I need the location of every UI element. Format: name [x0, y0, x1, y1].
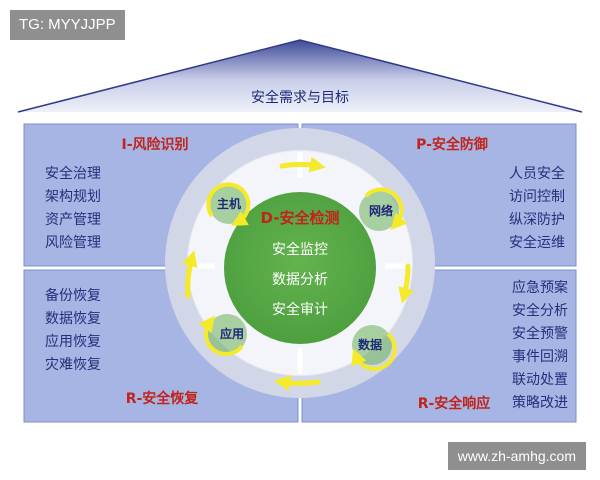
recover-item: 数据恢复	[45, 310, 101, 327]
respond-item: 应急预案	[512, 279, 568, 296]
node-label-data: 数据	[358, 337, 382, 352]
core-title: D-安全检测	[261, 209, 340, 227]
roof-edge	[17, 39, 583, 113]
roof	[18, 40, 582, 112]
protect-item: 安全运维	[509, 234, 565, 251]
respond-item: 联动处置	[512, 372, 568, 388]
site-watermark: www.zh-amhg.com	[447, 442, 586, 470]
identify-item: 资产管理	[45, 212, 101, 228]
respond-item: 事件回溯	[512, 349, 568, 365]
respond-item: 安全预警	[512, 325, 568, 342]
node-host: 主机	[206, 182, 251, 226]
cycle-arrow-bottom	[274, 375, 321, 392]
node-label-host: 主机	[217, 196, 241, 211]
respond-item: 策略改进	[512, 394, 568, 411]
identify-item: 安全治理	[45, 165, 101, 182]
detection-core	[224, 192, 376, 344]
protect-item: 访问控制	[509, 189, 565, 205]
node-label-application: 应用	[220, 326, 244, 341]
identify-item: 风险管理	[45, 235, 101, 251]
curl-arrow-icon	[206, 182, 251, 226]
node-label-network: 网络	[369, 203, 393, 218]
curl-arrow-icon	[198, 315, 244, 356]
core-item: 安全审计	[272, 301, 328, 318]
cycle-arrow-left	[182, 250, 198, 299]
protect-item: 纵深防护	[509, 212, 565, 228]
channel-badge: TG: MYYJJPP	[10, 10, 125, 40]
core-item: 数据分析	[272, 272, 328, 288]
node-data: 数据	[351, 325, 397, 371]
core-item: 安全监控	[272, 241, 328, 258]
node-network: 网络	[359, 187, 408, 231]
identify-item: 架构规划	[45, 189, 101, 205]
node-application: 应用	[198, 314, 247, 356]
cycle-arrow-top	[279, 156, 326, 173]
quadrant-title-protect: P-安全防御	[416, 136, 488, 153]
quadrant-title-recover: R-安全恢复	[126, 390, 200, 407]
curl-arrow-icon	[351, 332, 397, 371]
protect-item: 人员安全	[509, 165, 565, 182]
recover-item: 备份恢复	[45, 287, 101, 304]
recover-item: 应用恢复	[45, 333, 101, 350]
respond-item: 安全分析	[512, 302, 568, 319]
quadrant-title-respond: R-安全响应	[418, 395, 491, 412]
recover-item: 灾难恢复	[45, 356, 101, 373]
roof-title: 安全需求与目标	[251, 89, 349, 106]
quadrant-title-identify: I-风险识别	[121, 136, 188, 153]
cycle-arrow-right	[398, 263, 414, 304]
curl-arrow-icon	[364, 187, 408, 230]
